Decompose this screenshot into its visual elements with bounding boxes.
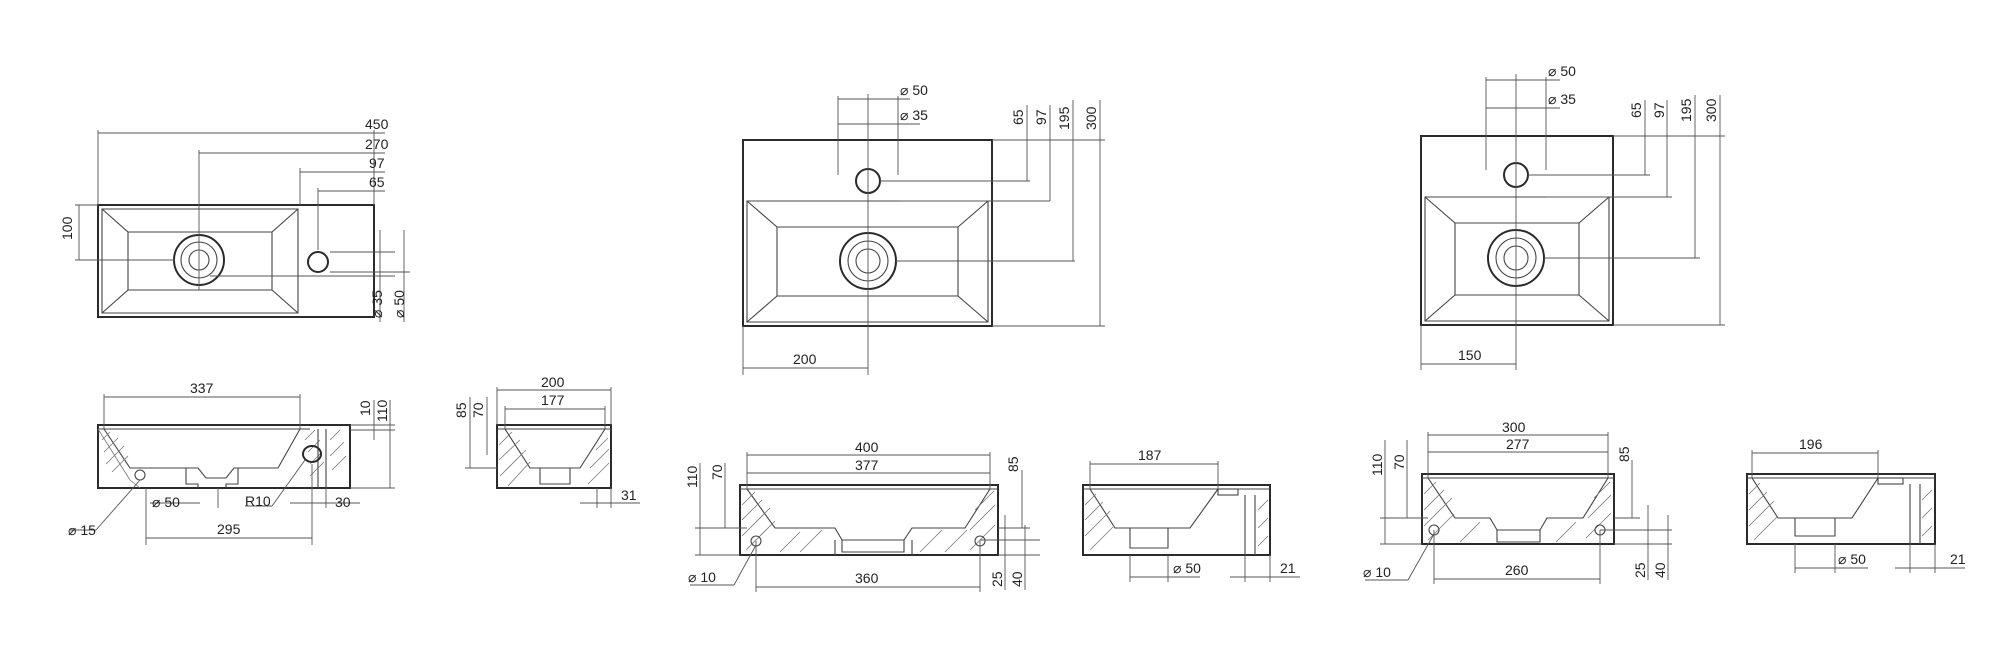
dim-dia-10: ⌀ 10 [688,569,716,585]
dim-270: 270 [365,136,389,152]
dim-40: 40 [1652,562,1668,578]
dim-97: 97 [1033,109,1049,125]
dim-85: 85 [1005,456,1021,472]
dim-97: 97 [369,155,385,171]
dim-300: 300 [1703,98,1719,122]
dim-300: 300 [1083,106,1099,130]
dim-337: 337 [190,380,214,396]
dim-377: 377 [855,457,879,473]
dim-400: 400 [855,439,879,455]
dim-21: 21 [1280,560,1296,576]
dim-31: 31 [621,487,637,503]
dim-dia-50: ⌀ 50 [900,82,928,98]
dim-25: 25 [1632,562,1648,578]
dim-25: 25 [989,571,1005,587]
medium-basin-plan-view: ⌀ 50 ⌀ 35 65 97 195 300 200 [742,82,1105,375]
dim-260: 260 [1505,562,1529,578]
dim-196: 196 [1799,436,1823,452]
dim-r10: R10 [245,493,271,509]
dim-200: 200 [541,374,565,390]
dim-450: 450 [365,116,389,132]
dim-dia-15: ⌀ 15 [68,522,96,538]
dim-dia-10: ⌀ 10 [1363,564,1391,580]
medium-basin-side-view: 187 ⌀ 50 21 [1082,447,1300,582]
dim-300: 300 [1502,419,1526,435]
dim-65: 65 [1010,109,1026,125]
dim-277: 277 [1506,436,1530,452]
large-basin-plan-view: ⌀ 50 ⌀ 35 65 97 195 300 150 [1420,63,1725,370]
dim-200: 200 [793,351,817,367]
small-basin-side-view: 200 177 85 70 31 [453,374,640,508]
dim-85: 85 [1616,446,1632,462]
dim-295: 295 [217,521,241,537]
dim-dia-50: ⌀ 50 [391,290,407,318]
small-basin-plan-view: 450 270 97 65 100 ⌀ 35 ⌀ 50 [59,116,410,322]
dim-70: 70 [709,464,725,480]
dim-dia-50: ⌀ 50 [1548,63,1576,79]
dim-70: 70 [470,402,486,418]
dim-70: 70 [1391,454,1407,470]
dim-30: 30 [335,494,351,510]
dim-150: 150 [1458,347,1482,363]
dim-100: 100 [59,216,75,240]
dim-110: 110 [1369,453,1385,476]
dim-dia-50: ⌀ 50 [152,494,180,510]
dim-177: 177 [541,392,565,408]
dim-195: 195 [1056,106,1072,130]
dim-110: 110 [374,399,390,422]
dim-dia-35: ⌀ 35 [900,107,928,123]
dim-dia-35: ⌀ 35 [1548,91,1576,107]
dim-10: 10 [357,400,373,416]
dim-85: 85 [453,402,469,418]
dim-97: 97 [1651,102,1667,118]
dim-21: 21 [1950,551,1966,567]
dim-65: 65 [1628,102,1644,118]
dim-65: 65 [369,174,385,190]
dim-dia-50: ⌀ 50 [1838,551,1866,567]
dim-360: 360 [855,570,879,586]
dim-dia-50: ⌀ 50 [1173,560,1201,576]
dim-110: 110 [684,465,700,488]
dim-195: 195 [1678,98,1694,122]
medium-basin-section-view: 400 377 110 70 85 ⌀ 10 360 25 40 [684,439,1040,592]
small-basin-section-view: 337 10 110 ⌀ 15 ⌀ 50 R10 30 295 [68,380,395,545]
dim-187: 187 [1138,447,1162,463]
dim-40: 40 [1009,571,1025,587]
large-basin-section-view: 300 277 110 70 85 ⌀ 10 260 25 40 [1363,419,1672,584]
dim-dia-35: ⌀ 35 [369,290,385,318]
large-basin-side-view: 196 ⌀ 50 21 [1746,436,1966,573]
